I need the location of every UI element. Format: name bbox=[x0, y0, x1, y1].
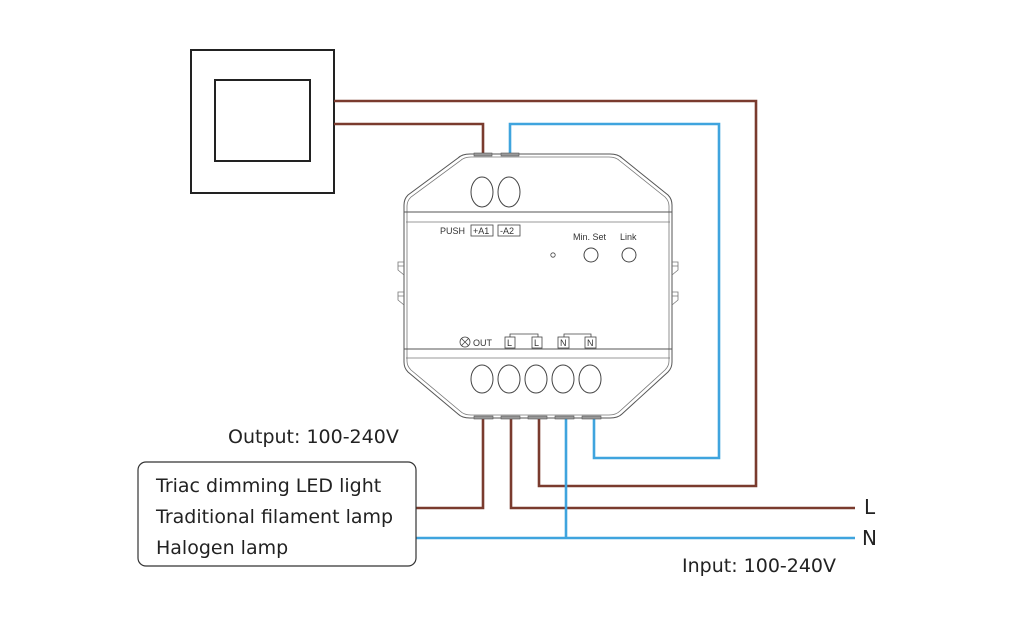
wire-a2-neutral-loop bbox=[508, 122, 721, 460]
led-indicator bbox=[550, 252, 556, 258]
switch-inner-plate bbox=[214, 79, 311, 162]
side-clips-left bbox=[397, 261, 405, 306]
terminal-label-box bbox=[504, 336, 516, 349]
n-bridge bbox=[563, 333, 592, 337]
terminal-strip bbox=[473, 415, 494, 420]
terminal-strip bbox=[554, 415, 575, 420]
a1-label: +A1 bbox=[473, 226, 489, 236]
screw-hole bbox=[497, 364, 521, 394]
screw-hole-a2 bbox=[497, 176, 521, 208]
line-n-label: N bbox=[862, 526, 877, 550]
wire-switch-a1 bbox=[334, 122, 485, 154]
push-label: PUSH bbox=[440, 226, 465, 236]
terminal-strip-a1 bbox=[473, 152, 493, 157]
link-label: Link bbox=[620, 232, 637, 242]
module-outline-inner bbox=[406, 156, 670, 416]
screw-hole bbox=[524, 364, 548, 394]
terminal-label-box bbox=[531, 336, 543, 349]
load-box: Triac dimming LED light Traditional fila… bbox=[137, 461, 417, 567]
terminal-label: N bbox=[560, 338, 567, 348]
bottom-terminal-strips bbox=[473, 415, 602, 420]
bottom-screw-holes bbox=[470, 364, 602, 394]
lamp-out-icon bbox=[459, 336, 471, 348]
min-set-label: Min. Set bbox=[573, 232, 607, 242]
link-button[interactable] bbox=[621, 247, 637, 263]
terminal-strip bbox=[500, 415, 521, 420]
load-type-filament: Traditional filament lamp bbox=[155, 506, 393, 528]
wire-switch-live-loop bbox=[334, 99, 758, 488]
terminal-label-box bbox=[584, 336, 597, 349]
push-button-switch-icon bbox=[190, 49, 335, 194]
clip bbox=[397, 291, 405, 306]
a2-label-box bbox=[497, 224, 521, 237]
clip bbox=[397, 261, 405, 276]
terminal-label: L bbox=[507, 338, 512, 348]
screw-hole-a1 bbox=[470, 176, 494, 208]
side-clips-right bbox=[671, 261, 679, 306]
screw-hole bbox=[470, 364, 494, 394]
screw-hole bbox=[578, 364, 602, 394]
wire-out-load bbox=[416, 418, 485, 510]
min-set-button[interactable] bbox=[583, 247, 599, 263]
load-type-halogen: Halogen lamp bbox=[156, 537, 288, 559]
terminal-label-box bbox=[557, 336, 570, 349]
output-voltage-label: Output: 100-240V bbox=[228, 426, 399, 448]
wire-input-L bbox=[509, 418, 855, 510]
terminal-strip bbox=[581, 415, 602, 420]
terminal-label: L bbox=[534, 338, 539, 348]
terminal-label: N bbox=[587, 338, 594, 348]
wires bbox=[334, 99, 855, 540]
screw-hole bbox=[551, 364, 575, 394]
dimmer-module: PUSH +A1 -A2 Min. Set Link OUT L L N N bbox=[397, 152, 679, 420]
line-l-label: L bbox=[864, 495, 876, 519]
clip bbox=[671, 261, 679, 276]
out-label: OUT bbox=[473, 338, 493, 348]
clip bbox=[671, 291, 679, 306]
load-box-frame bbox=[137, 461, 417, 567]
terminal-strip bbox=[527, 415, 548, 420]
a2-label: -A2 bbox=[500, 226, 514, 236]
a1-label-box bbox=[470, 224, 494, 237]
load-type-led: Triac dimming LED light bbox=[155, 475, 381, 497]
terminal-strip-a2 bbox=[500, 152, 520, 157]
wall-switch bbox=[190, 49, 335, 194]
l-bridge bbox=[509, 333, 539, 337]
input-voltage-label: Input: 100-240V bbox=[682, 555, 836, 577]
module-outline bbox=[403, 153, 673, 419]
